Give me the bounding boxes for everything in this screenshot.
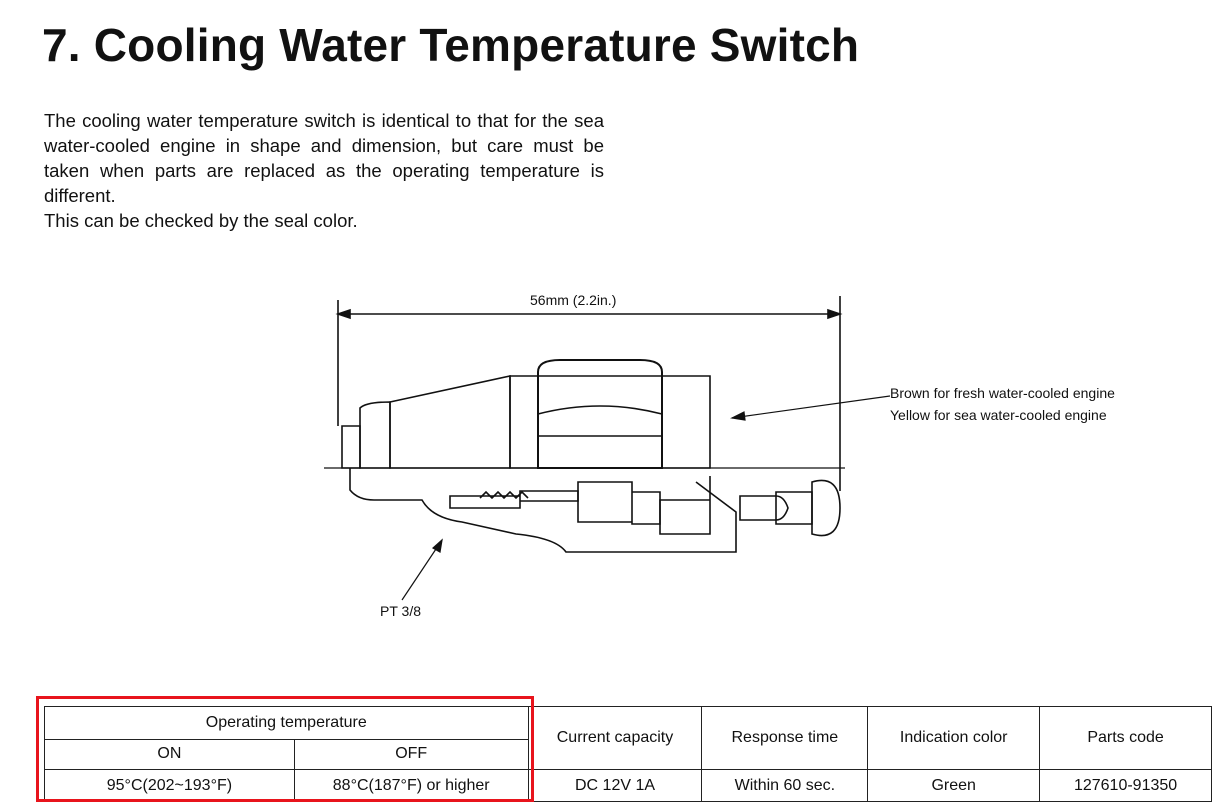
cell-off-temperature: 88°C(187°F) or higher — [293, 769, 529, 802]
header-response-time: Response time — [701, 706, 869, 770]
cell-indication-color: Green — [867, 769, 1041, 802]
cell-response-time: Within 60 sec. — [701, 769, 869, 802]
terminal-cap — [341, 425, 361, 469]
header-current-capacity: Current capacity — [527, 706, 703, 770]
dimension-label: 56mm (2.2in.) — [530, 292, 616, 308]
cell-parts-code: 127610-91350 — [1039, 769, 1212, 802]
spec-table: Operating temperature Current capacity R… — [44, 706, 1212, 802]
intro-text-main: The cooling water temperature switch is … — [44, 110, 604, 206]
switch-drawing: 56mm (2.2in.) Brown for fresh water-cool… — [324, 292, 1115, 619]
page-title: 7. Cooling Water Temperature Switch — [42, 19, 860, 71]
cell-current-capacity: DC 12V 1A — [527, 769, 703, 802]
seal-leader — [731, 395, 891, 419]
header-parts-code: Parts code — [1039, 706, 1212, 770]
body-lower — [349, 468, 737, 553]
contact-assembly — [577, 481, 661, 525]
header-on: ON — [44, 738, 295, 771]
header-operating-temperature: Operating temperature — [44, 706, 529, 740]
thread-label: PT 3/8 — [380, 603, 421, 619]
hex-nut — [537, 359, 663, 469]
intro-text-seal: This can be checked by the seal color. — [44, 210, 358, 231]
body-center — [509, 375, 711, 469]
intro-paragraph: The cooling water temperature switch is … — [44, 108, 604, 233]
probe-tip — [739, 495, 789, 521]
dimension-arrows — [335, 308, 843, 320]
spring — [479, 490, 529, 500]
header-off: OFF — [293, 738, 529, 771]
seal-note-yellow: Yellow for sea water-cooled engine — [890, 407, 1107, 423]
cell-on-temperature: 95°C(202~193°F) — [44, 769, 295, 802]
header-indication-color: Indication color — [867, 706, 1041, 770]
seal-note-brown: Brown for fresh water-cooled engine — [890, 385, 1115, 401]
switch-diagram: 56mm (2.2in.) Brown for fresh water-cool… — [320, 286, 1200, 631]
body-upper — [389, 375, 511, 469]
